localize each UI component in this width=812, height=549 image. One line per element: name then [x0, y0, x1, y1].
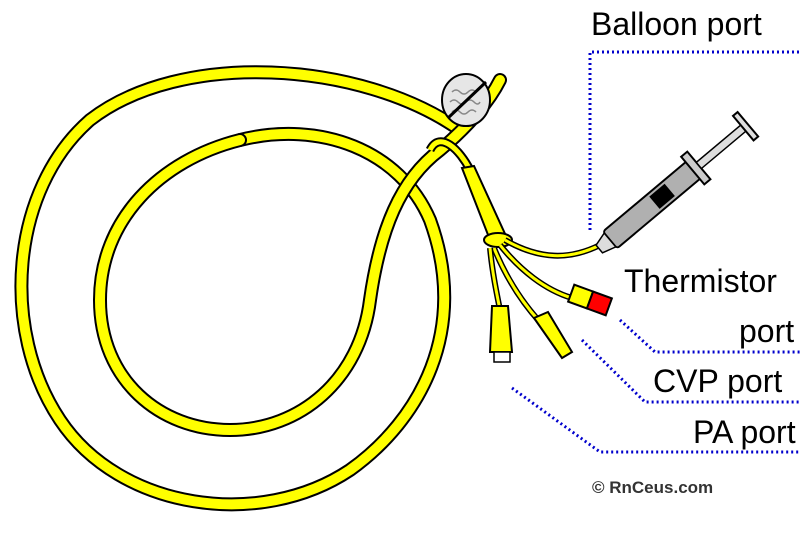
- cvp-connector: [534, 312, 572, 358]
- pa-connector: [490, 306, 512, 362]
- copyright-text: © RnCeus.com: [592, 479, 713, 496]
- balloon-leader: [590, 52, 800, 230]
- cvp-port-label: CVP port: [653, 365, 782, 397]
- catheter-hub: [462, 166, 512, 247]
- thermistor-connector: [568, 285, 612, 316]
- balloon-tip: [442, 74, 490, 126]
- balloon-port-label: Balloon port: [591, 8, 762, 40]
- syringe: [588, 111, 760, 263]
- thermistor-port-label-line2: port: [739, 315, 794, 347]
- thermistor-port-label-line1: Thermistor: [624, 265, 777, 297]
- pa-port-label: PA port: [693, 416, 796, 448]
